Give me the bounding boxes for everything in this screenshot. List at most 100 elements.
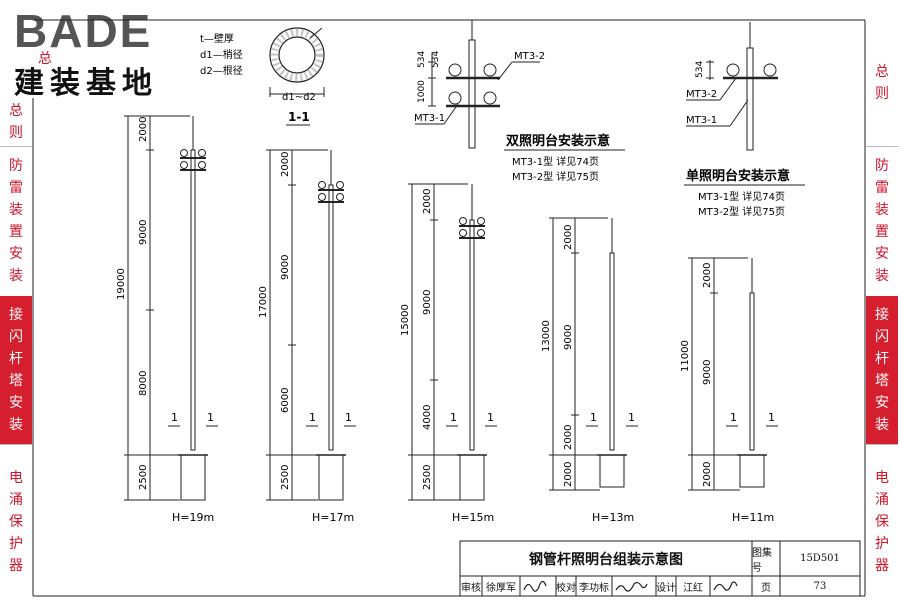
pole2-sec-right: 1 <box>345 411 352 424</box>
right-tab-air-terminal-tower[interactable]: 接闪杆塔安装 <box>866 296 898 445</box>
section-1-1: d1~d2 1-1 <box>269 27 325 126</box>
legend-d1: d1—梢径 <box>200 48 243 61</box>
pole4-caption: H=13m <box>592 511 634 524</box>
title-block-grid <box>459 540 861 597</box>
dbl-note-1: MT3-2型 详见75页 <box>512 170 599 183</box>
page-label: 页 <box>761 582 771 594</box>
section-label: 1-1 <box>288 110 310 124</box>
dbl-label-mt32: MT3-2 <box>514 51 545 62</box>
pole2-seg1: 9000 <box>280 255 291 280</box>
pole4-seg1: 9000 <box>563 325 574 350</box>
design-label: 设计 <box>656 582 676 594</box>
tab-label: 接闪杆塔安装 <box>875 307 889 433</box>
pole2-base: 2500 <box>280 465 291 490</box>
pole1-sec-left: 1 <box>171 411 178 424</box>
left-tab-general[interactable]: 总则 <box>0 98 32 147</box>
dbl-label-mt31: MT3-1 <box>414 113 445 124</box>
pole1-seg2: 8000 <box>138 371 149 396</box>
pole2-total: 17000 <box>258 286 269 318</box>
pole5-sec-left: 1 <box>730 411 737 424</box>
dbl-title: 双照明台安装示意 <box>506 133 610 149</box>
left-tab-surge-protector[interactable]: 电涌保护器 <box>0 444 32 600</box>
dbl-note-0: MT3-1型 详见74页 <box>512 155 599 168</box>
pole4-seg2: 2000 <box>563 425 574 450</box>
pole5-base: 2000 <box>702 462 713 487</box>
sgl-note-0: MT3-1型 详见74页 <box>698 190 785 203</box>
dbl-dim-2: 534 <box>431 51 441 68</box>
pole3-base: 2500 <box>422 465 433 490</box>
checker-signature <box>615 581 648 592</box>
pole1-seg0: 2000 <box>138 117 149 142</box>
pole4-seg0: 2000 <box>563 225 574 250</box>
tab-label: 电涌保护器 <box>875 470 889 574</box>
pole-h19: 19000 2000 9000 8000 2500 1 1 H=19m <box>116 115 218 524</box>
pole-h17: 17000 2000 9000 6000 2500 1 1 H=17m <box>258 149 356 524</box>
reviewer-name: 徐厚军 <box>486 582 516 594</box>
pole5-total: 11000 <box>680 340 691 372</box>
double-platform-detail: 534 1000 534 MT3-2 MT3-1 双照明台安装示意 MT3-1型… <box>414 20 625 183</box>
pole3-seg2: 4000 <box>422 405 433 430</box>
left-tab-air-terminal-tower[interactable]: 接闪杆塔安装 <box>0 296 32 445</box>
sgl-label-mt32: MT3-2 <box>686 89 717 100</box>
atlas-label: 图集号 <box>752 547 772 574</box>
pole4-base: 2000 <box>563 462 574 487</box>
pole3-total: 15000 <box>400 304 411 336</box>
pole3-seg0: 2000 <box>422 189 433 214</box>
review-label: 审核 <box>461 582 481 594</box>
pole5-sec-right: 1 <box>768 411 775 424</box>
logo-bg-char: 总 <box>38 51 52 67</box>
dbl-dim-1: 1000 <box>417 80 427 103</box>
pole5-seg1: 9000 <box>702 360 713 385</box>
sgl-label-mt31: MT3-1 <box>686 115 717 126</box>
pole3-sec-left: 1 <box>450 411 457 424</box>
left-tab-lightning-protection[interactable]: 防雷装置安装 <box>0 146 32 297</box>
drawing-title: 钢管杆照明台组装示意图 <box>529 551 683 568</box>
pole2-seg2: 6000 <box>280 388 291 413</box>
pole4-total: 13000 <box>541 320 552 352</box>
legend-d2: d2—根径 <box>200 64 243 77</box>
section-dim: d1~d2 <box>282 92 316 103</box>
pole1-sec-right: 1 <box>207 411 214 424</box>
tab-label: 总则 <box>9 103 23 141</box>
pole-h13: 13000 2000 9000 2000 2000 1 1 H=13m <box>541 217 638 524</box>
pole2-seg0: 2000 <box>280 152 291 177</box>
pole2-sec-left: 1 <box>309 411 316 424</box>
pole1-base: 2500 <box>138 465 149 490</box>
tab-label: 总则 <box>875 64 889 102</box>
sgl-dim-0: 534 <box>695 61 705 78</box>
pole5-caption: H=11m <box>732 511 774 524</box>
pole-h15: 15000 2000 9000 4000 2500 1 1 H=15m <box>400 183 497 524</box>
designer-name: 江红 <box>683 582 703 594</box>
pole3-seg1: 9000 <box>422 290 433 315</box>
right-tab-lightning-protection[interactable]: 防雷装置安装 <box>866 146 898 297</box>
pole1-total: 19000 <box>116 268 127 300</box>
brand-logo: BADE <box>14 5 153 57</box>
reviewer-signature <box>523 580 547 592</box>
pole1-caption: H=19m <box>172 511 214 524</box>
page-number: 73 <box>813 580 827 592</box>
right-tab-general[interactable]: 总则 <box>866 20 898 147</box>
atlas-number: 15D501 <box>800 553 840 564</box>
pole3-caption: H=15m <box>452 511 494 524</box>
pole4-sec-left: 1 <box>590 411 597 424</box>
pole2-caption: H=17m <box>312 511 354 524</box>
dbl-dim-0: 534 <box>417 51 427 68</box>
tab-label: 接闪杆塔安装 <box>9 307 23 433</box>
pole5-seg0: 2000 <box>702 263 713 288</box>
tab-label: 防雷装置安装 <box>875 158 889 284</box>
sgl-title: 单照明台安装示意 <box>686 168 790 184</box>
tab-label: 电涌保护器 <box>9 470 23 574</box>
pole3-sec-right: 1 <box>487 411 494 424</box>
sgl-note-1: MT3-2型 详见75页 <box>698 205 785 218</box>
checker-name: 李功标 <box>579 582 609 594</box>
brand-tagline: 建装基地 <box>14 66 158 101</box>
pole-h11: 11000 2000 9000 2000 1 1 H=11m <box>680 257 778 524</box>
right-tab-surge-protector[interactable]: 电涌保护器 <box>866 444 898 600</box>
legend-t: t—壁厚 <box>200 32 234 45</box>
pole1-seg1: 9000 <box>138 220 149 245</box>
pole4-sec-right: 1 <box>628 411 635 424</box>
single-platform-detail: 534 MT3-2 MT3-1 单照明台安装示意 MT3-1型 详见74页 MT… <box>684 22 805 218</box>
tab-label: 防雷装置安装 <box>9 158 23 284</box>
check-label: 校对 <box>556 582 576 594</box>
